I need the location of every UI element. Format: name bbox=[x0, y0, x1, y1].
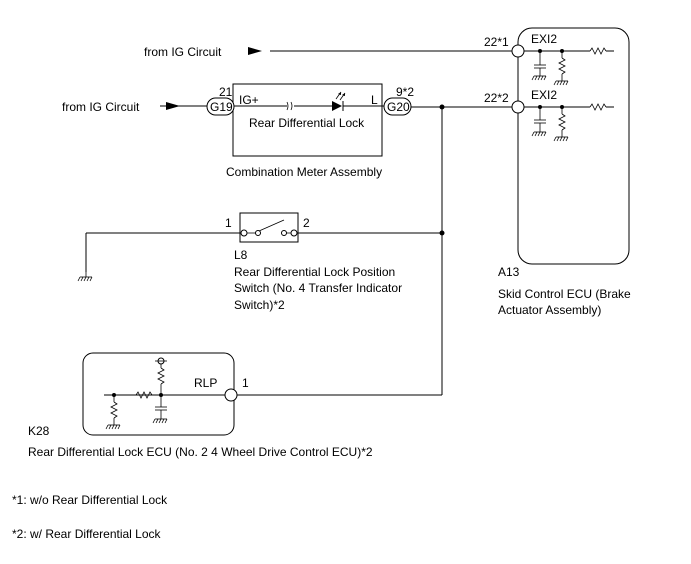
meter-pin-left-name: IG+ bbox=[239, 93, 259, 107]
skid-ecu-code: A13 bbox=[498, 265, 520, 279]
meter-pin-right-name: L bbox=[371, 93, 378, 107]
diff-ecu-caption: Rear Differential Lock ECU (No. 2 4 Whee… bbox=[28, 445, 373, 459]
rear-diff-lock-ecu: RLP 1 K28 Rear Differential Lock ECU (No… bbox=[28, 352, 442, 459]
ig-source-top-label: from IG Circuit bbox=[144, 45, 222, 59]
skid-ecu-caption-line2: Actuator Assembly) bbox=[498, 303, 601, 317]
switch-code: L8 bbox=[234, 248, 248, 262]
meter-pin-left-number: 21 bbox=[219, 85, 233, 99]
meter-pin-right-number: 9*2 bbox=[396, 85, 414, 99]
skid-ecu-pin2-name: EXI2 bbox=[531, 88, 557, 102]
connector-g19-label: G19 bbox=[210, 100, 233, 114]
ig-source-mid-label: from IG Circuit bbox=[62, 100, 140, 114]
switch-pin-right: 2 bbox=[303, 216, 310, 230]
combination-meter: 21 G19 IG+ L Rear Differential Lock 9*2 … bbox=[206, 83, 414, 179]
skid-ecu-pin-22-1 bbox=[270, 44, 614, 86]
skid-ecu-pin2-number: 22*2 bbox=[484, 91, 509, 105]
footnotes: *1: w/o Rear Differential Lock *2: w/ Re… bbox=[12, 493, 168, 541]
connector-g20-label: G20 bbox=[387, 100, 410, 114]
meter-caption: Combination Meter Assembly bbox=[226, 165, 382, 179]
diff-ecu-pin-number: 1 bbox=[242, 376, 249, 390]
switch-caption-line3: Switch)*2 bbox=[234, 298, 285, 312]
skid-control-ecu: 22*1 EXI2 22*2 EXI2 A13 Skid Control ECU… bbox=[270, 27, 631, 317]
switch-pin-left: 1 bbox=[225, 216, 232, 230]
switch-caption-line2: Switch (No. 4 Transfer Indicator bbox=[234, 281, 402, 295]
skid-ecu-pin1-name: EXI2 bbox=[531, 32, 557, 46]
diff-ecu-code: K28 bbox=[28, 424, 50, 438]
signal-bus bbox=[411, 104, 512, 395]
footnote-2: *2: w/ Rear Differential Lock bbox=[12, 527, 162, 541]
skid-ecu-caption-line1: Skid Control ECU (Brake bbox=[498, 287, 631, 301]
diff-lock-position-switch: 1 2 L8 Rear Differential Lock Position S… bbox=[77, 212, 442, 312]
ig-source-top: from IG Circuit bbox=[144, 45, 262, 59]
fuse-symbol bbox=[286, 101, 293, 111]
diff-ecu-pin-name: RLP bbox=[194, 376, 217, 390]
footnote-1: *1: w/o Rear Differential Lock bbox=[12, 493, 168, 507]
switch-caption-line1: Rear Differential Lock Position bbox=[234, 265, 395, 279]
skid-ecu-pin1-number: 22*1 bbox=[484, 35, 509, 49]
meter-label: Rear Differential Lock bbox=[249, 116, 365, 130]
ig-source-mid: from IG Circuit bbox=[62, 100, 207, 114]
